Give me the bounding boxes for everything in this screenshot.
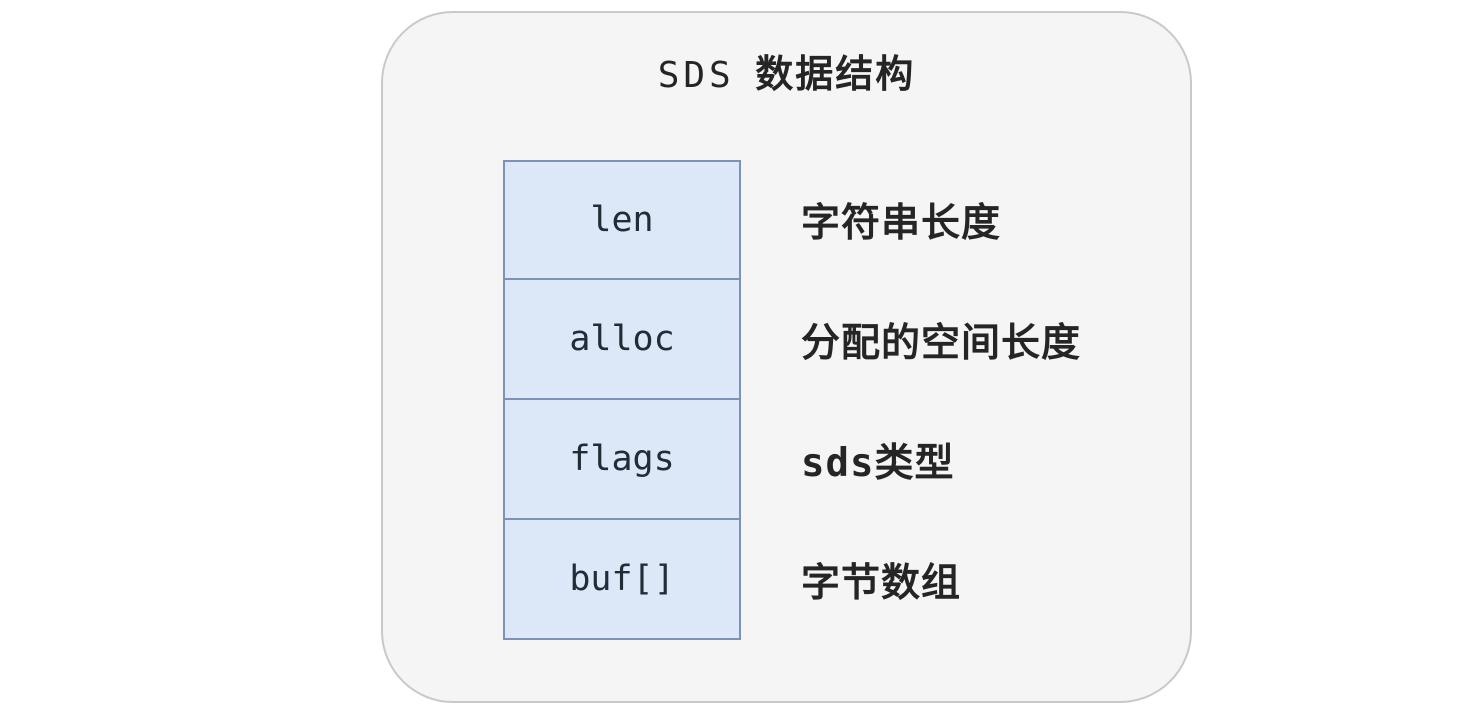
structure-row: len 字符串长度: [503, 160, 1081, 280]
field-cell: len: [503, 160, 741, 280]
diagram-card: SDS 数据结构 len 字符串长度 alloc 分配的空间长度 flags s…: [381, 11, 1192, 703]
structure-row: alloc 分配的空间长度: [503, 278, 1082, 400]
diagram-title-text: 数据结构: [755, 54, 916, 96]
structure-row: buf[] 字节数组: [503, 518, 1081, 640]
field-description: 分配的空间长度: [801, 321, 1082, 366]
field-description: sds类型: [801, 441, 955, 486]
structure-rows: len 字符串长度 alloc 分配的空间长度 flags sds类型 buf[…: [503, 160, 1081, 640]
diagram-title: SDS 数据结构: [383, 51, 1190, 100]
field-cell: alloc: [503, 278, 741, 400]
field-cell: buf[]: [503, 518, 741, 640]
field-description: 字节数组: [801, 561, 962, 606]
field-description: 字符串长度: [801, 201, 1002, 246]
field-cell-label: len: [590, 200, 654, 240]
field-cell-label: alloc: [569, 319, 675, 359]
diagram-title-code: SDS: [657, 55, 735, 96]
field-cell-label: flags: [569, 439, 675, 479]
field-cell-label: buf[]: [569, 559, 675, 599]
field-cell: flags: [503, 398, 741, 520]
structure-row: flags sds类型: [503, 398, 1081, 520]
